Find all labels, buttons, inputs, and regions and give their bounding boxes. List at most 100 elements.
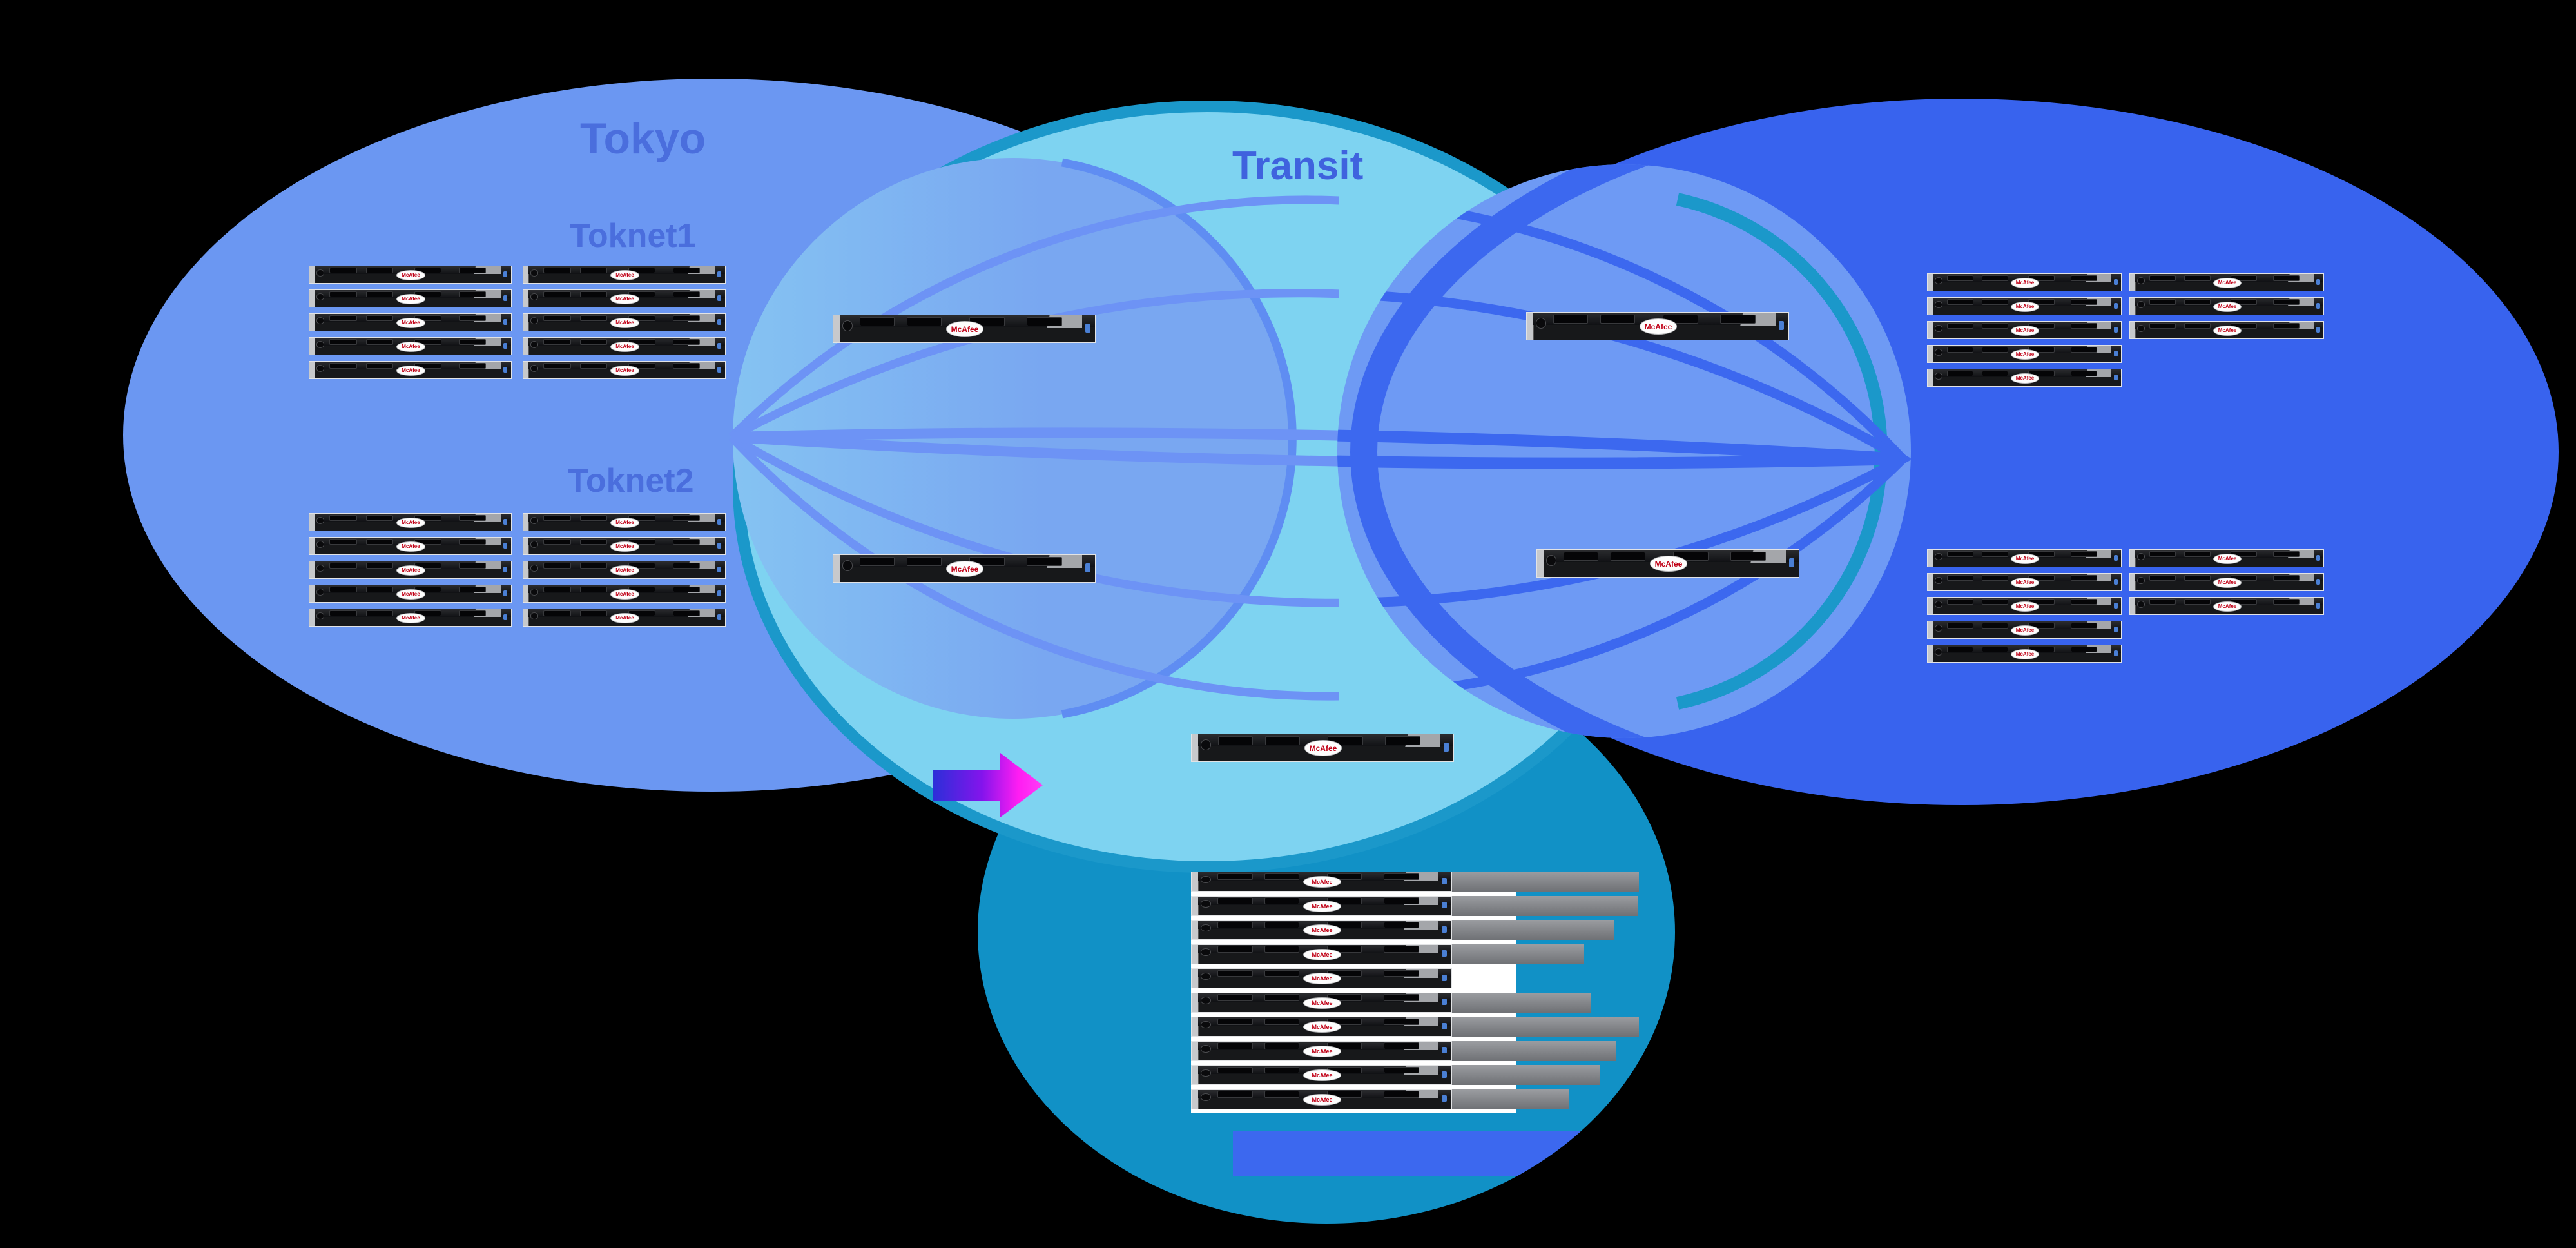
rack-server-image: McAfee — [833, 554, 1096, 583]
rack-server-image: McAfee — [523, 361, 726, 379]
rack-server-image: McAfee — [1191, 872, 1452, 892]
mcafee-badge: McAfee — [1303, 900, 1341, 912]
rack-server-image: McAfee — [1927, 273, 2122, 291]
rack-server-image: McAfee — [1526, 312, 1789, 340]
rack-server-image: McAfee — [2129, 549, 2324, 567]
mcafee-badge: McAfee — [1303, 997, 1341, 1009]
server-chassis-extension — [1452, 1040, 1616, 1061]
rack-server-image: McAfee — [1927, 597, 2122, 615]
rack-server-image: McAfee — [309, 289, 512, 307]
mcafee-badge: McAfee — [396, 293, 426, 304]
rack-server-image: McAfee — [309, 537, 512, 555]
mcafee-badge: McAfee — [396, 541, 426, 552]
mcafee-badge: McAfee — [2011, 577, 2039, 588]
rack-server-image: McAfee — [523, 609, 726, 627]
mcafee-badge: McAfee — [2011, 277, 2039, 288]
mcafee-badge: McAfee — [1303, 1069, 1341, 1082]
rack-server-image: McAfee — [1191, 968, 1452, 988]
mcafee-badge: McAfee — [610, 541, 640, 552]
rack-server-image: McAfee — [309, 313, 512, 331]
server-chassis-extension — [1452, 920, 1614, 940]
rack-server-image: McAfee — [1927, 369, 2122, 387]
mcafee-badge: McAfee — [2011, 553, 2039, 564]
mcafee-badge: McAfee — [610, 612, 640, 623]
mcafee-badge: McAfee — [396, 565, 426, 576]
mcafee-badge: McAfee — [396, 589, 426, 600]
rack-server-image: McAfee — [1191, 1017, 1452, 1037]
mcafee-badge: McAfee — [1303, 876, 1341, 888]
rack-server-image: McAfee — [523, 266, 726, 284]
transit-lens-arcs-right — [1337, 195, 1911, 701]
rack-server-image: McAfee — [1191, 1040, 1452, 1061]
rack-server-image: McAfee — [1191, 895, 1452, 916]
mcafee-badge: McAfee — [1303, 948, 1341, 960]
mcafee-badge: McAfee — [396, 341, 426, 352]
mcafee-badge: McAfee — [2011, 301, 2039, 312]
mcafee-badge: McAfee — [2011, 625, 2039, 636]
rack-server-image: McAfee — [1191, 734, 1454, 762]
rack-server-image: McAfee — [309, 609, 512, 627]
rack-server-image: McAfee — [309, 361, 512, 379]
mcafee-badge: McAfee — [2011, 373, 2039, 384]
mcafee-badge: McAfee — [2011, 648, 2039, 659]
rack-server-image: McAfee — [1927, 573, 2122, 591]
transit-region-label: Transit — [1232, 144, 1364, 188]
mcafee-badge: McAfee — [1303, 924, 1341, 937]
rack-server-image: McAfee — [1191, 1089, 1452, 1109]
mcafee-badge: McAfee — [2213, 553, 2242, 564]
server-chassis-extension — [1452, 1089, 1569, 1109]
mcafee-badge: McAfee — [396, 365, 426, 376]
mcafee-badge: McAfee — [2011, 601, 2039, 612]
rack-server-image: McAfee — [309, 337, 512, 355]
mcafee-badge: McAfee — [1303, 1021, 1341, 1033]
rack-server-image: McAfee — [1927, 621, 2122, 639]
magenta-arrow-icon — [933, 753, 1043, 817]
server-chassis-extension — [1452, 895, 1638, 916]
rack-server-image: McAfee — [1927, 345, 2122, 363]
server-chassis-extension — [1452, 1065, 1600, 1085]
server-chassis-extension — [1452, 1017, 1639, 1037]
server-chassis-extension — [1452, 944, 1584, 964]
mcafee-badge: McAfee — [1303, 973, 1341, 985]
rack-server-image: McAfee — [309, 513, 512, 531]
mcafee-badge: McAfee — [1639, 318, 1678, 335]
rack-server-image: McAfee — [1536, 549, 1799, 578]
rack-server-image: McAfee — [2129, 573, 2324, 591]
mcafee-badge: McAfee — [1303, 1045, 1341, 1057]
mcafee-badge: McAfee — [2213, 301, 2242, 312]
mcafee-badge: McAfee — [2213, 577, 2242, 588]
rack-server-image: McAfee — [523, 537, 726, 555]
rack-server-image: McAfee — [2129, 273, 2324, 291]
mcafee-badge: McAfee — [945, 321, 984, 337]
mcafee-badge: McAfee — [610, 341, 640, 352]
mcafee-badge: McAfee — [396, 517, 426, 528]
server-chassis-extension — [1452, 992, 1591, 1013]
rack-server-image: McAfee — [523, 313, 726, 331]
mcafee-badge: McAfee — [610, 589, 640, 600]
rack-server-image: McAfee — [309, 585, 512, 603]
mcafee-badge: McAfee — [2213, 601, 2242, 612]
mcafee-badge: McAfee — [396, 317, 426, 328]
rack-server-image: McAfee — [1927, 645, 2122, 663]
rack-server-image: McAfee — [1191, 1065, 1452, 1085]
mcafee-badge: McAfee — [610, 317, 640, 328]
rack-server-image: McAfee — [309, 266, 512, 284]
mcafee-badge: McAfee — [2213, 325, 2242, 336]
rack-server-image: McAfee — [523, 561, 726, 579]
rack-server-image: McAfee — [2129, 597, 2324, 615]
mcafee-badge: McAfee — [1304, 740, 1342, 756]
toknet1-subnet-label: Toknet1 — [570, 217, 696, 255]
rack-server-image: McAfee — [523, 513, 726, 531]
rack-server-image: McAfee — [523, 289, 726, 307]
server-chassis-extension — [1452, 872, 1639, 892]
mcafee-badge: McAfee — [610, 517, 640, 528]
rack-server-image: McAfee — [1927, 549, 2122, 567]
transit-lens-arcs-left — [728, 195, 1339, 701]
mcafee-badge: McAfee — [610, 365, 640, 376]
mcafee-badge: McAfee — [2011, 349, 2039, 360]
mcafee-badge: McAfee — [1649, 556, 1688, 572]
rack-server-image: McAfee — [833, 315, 1096, 343]
mcafee-badge: McAfee — [610, 293, 640, 304]
rack-server-image: McAfee — [2129, 297, 2324, 315]
